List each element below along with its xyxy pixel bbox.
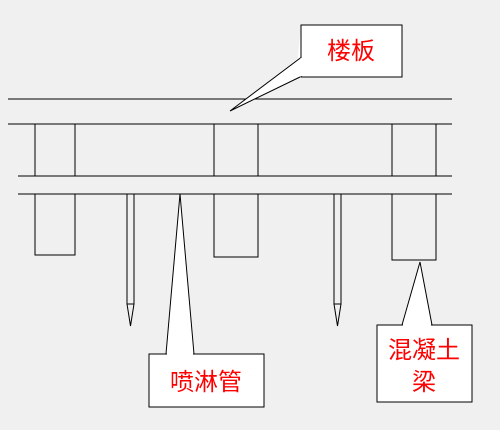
pipe-label: 喷淋管	[170, 368, 242, 396]
beam-2-upper	[213, 123, 259, 177]
sprinkler-head-2	[333, 193, 342, 327]
sprinkler-head-1	[126, 193, 135, 327]
slab-callout: 楼板	[229, 24, 403, 112]
beam-3-lower	[391, 193, 437, 261]
pipe-callout: 喷淋管	[148, 193, 265, 408]
beam-3-upper	[391, 123, 437, 177]
beam-callout-box	[376, 324, 473, 403]
beam-label-line2: 梁	[412, 368, 436, 396]
slab-callout-box	[300, 24, 403, 78]
beam-2-lower	[213, 193, 259, 258]
beam-callout: 混凝土 梁	[376, 261, 473, 403]
beam-label-line1: 混凝土	[388, 336, 460, 364]
beam-1-lower	[34, 193, 76, 256]
pipe-callout-box	[148, 353, 265, 408]
slab-label: 楼板	[327, 37, 375, 65]
beam-1-upper	[34, 123, 76, 177]
